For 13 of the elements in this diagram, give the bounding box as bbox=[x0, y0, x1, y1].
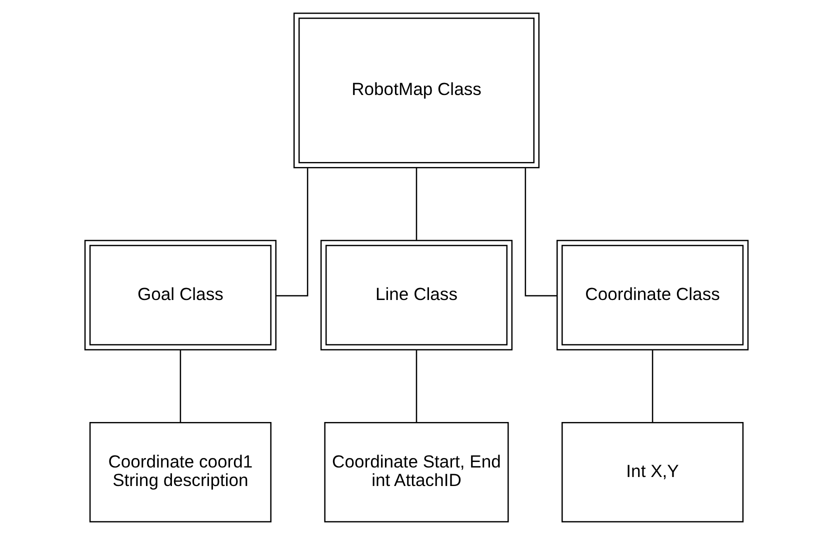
connector bbox=[415, 350, 417, 423]
node-box: RobotMap Class bbox=[292, 12, 540, 168]
connector bbox=[651, 350, 653, 423]
node-box: Line Class bbox=[320, 240, 512, 350]
node-box: Coordinate Class bbox=[556, 240, 748, 350]
node-box: Coordinate Start, End int AttachID bbox=[324, 422, 508, 522]
connector bbox=[276, 168, 308, 296]
node-box: Coordinate coord1 String description bbox=[88, 422, 271, 522]
connector bbox=[179, 350, 181, 423]
node-box: Goal Class bbox=[84, 240, 276, 350]
connector bbox=[524, 168, 556, 296]
connector bbox=[415, 168, 417, 240]
node-box: Int X,Y bbox=[561, 422, 744, 522]
